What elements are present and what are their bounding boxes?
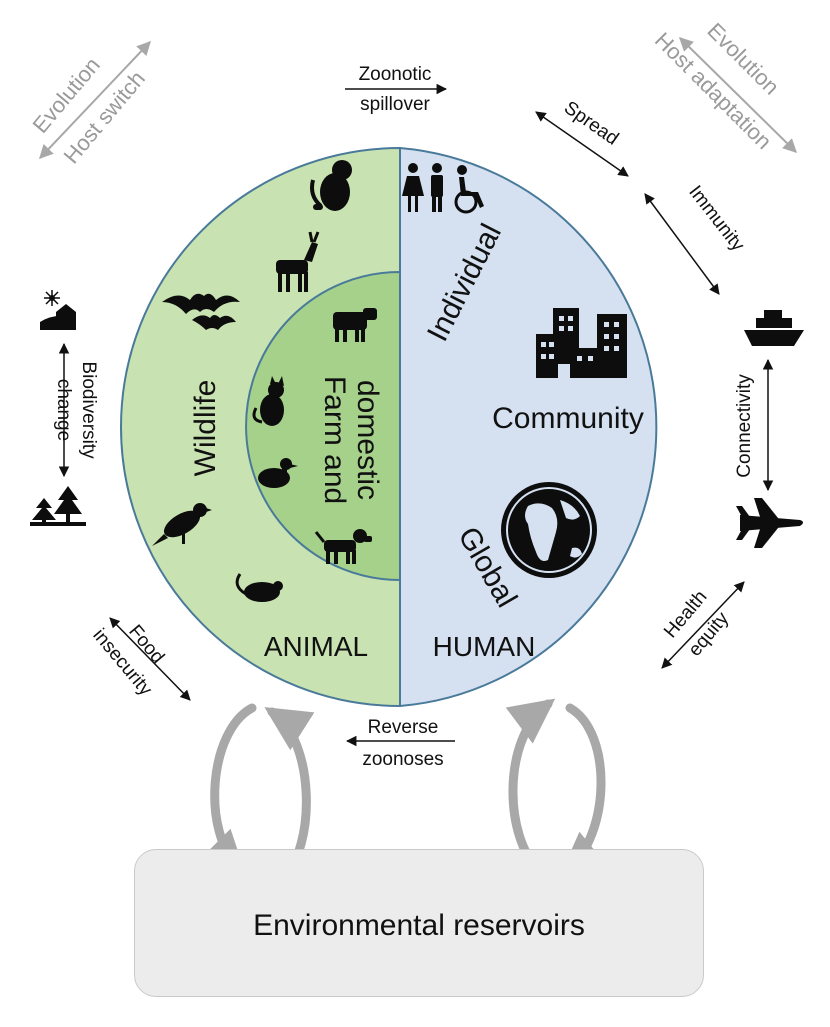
zoonotic-label-line1: Zoonotic — [359, 64, 432, 85]
bat-icon — [162, 293, 240, 330]
city-buildings-icon — [536, 308, 627, 378]
monkey-icon — [310, 160, 352, 211]
community-label: Community — [492, 402, 644, 435]
domestic-label-line1: Farm and — [318, 376, 351, 504]
animal-title: ANIMAL — [264, 631, 368, 662]
health-equity-arrow — [661, 581, 745, 669]
food-insecurity-arrow — [109, 617, 191, 701]
reverse-label-line1: Reverse — [368, 717, 439, 738]
airplane-icon — [736, 498, 803, 548]
wheelchair-icon — [454, 165, 484, 214]
environmental-reservoirs-box: Environmental reservoirs — [134, 849, 704, 997]
zoonotic-label-line2: spillover — [360, 94, 430, 115]
spread-arrow — [535, 111, 629, 177]
domestic-label-line2: domestic — [351, 380, 384, 500]
dog-icon — [314, 529, 372, 564]
deer-icon — [276, 231, 320, 292]
people-icon — [402, 163, 443, 212]
duck-icon — [258, 458, 298, 488]
reverse-label-line2: zoonoses — [362, 749, 443, 770]
human-title: HUMAN — [433, 631, 536, 662]
human-environment-cycle — [505, 698, 609, 878]
evolution-right-arrow — [679, 37, 797, 153]
immunity-label: Immunity — [684, 182, 748, 256]
immunity-arrow — [644, 193, 720, 295]
domestic-half-circle — [245, 270, 401, 582]
wildlife-label: Wildlife — [189, 380, 222, 477]
evolution-left-arrow — [39, 40, 151, 160]
spread-label: Spread — [560, 97, 622, 149]
human-half — [399, 146, 658, 708]
biodiversity-line1: Biodiversity — [78, 361, 99, 459]
connectivity-label: Connectivity — [734, 374, 755, 478]
cow-icon — [333, 308, 377, 342]
globe-icon — [501, 482, 597, 578]
animal-half — [120, 146, 401, 708]
ship-icon — [744, 310, 804, 346]
mouse-icon — [235, 573, 283, 602]
cat-icon — [252, 376, 284, 426]
bird-icon — [152, 503, 212, 546]
forest-icon — [30, 486, 86, 526]
environmental-reservoirs-label: Environmental reservoirs — [253, 909, 585, 942]
farm-icon — [40, 290, 76, 330]
